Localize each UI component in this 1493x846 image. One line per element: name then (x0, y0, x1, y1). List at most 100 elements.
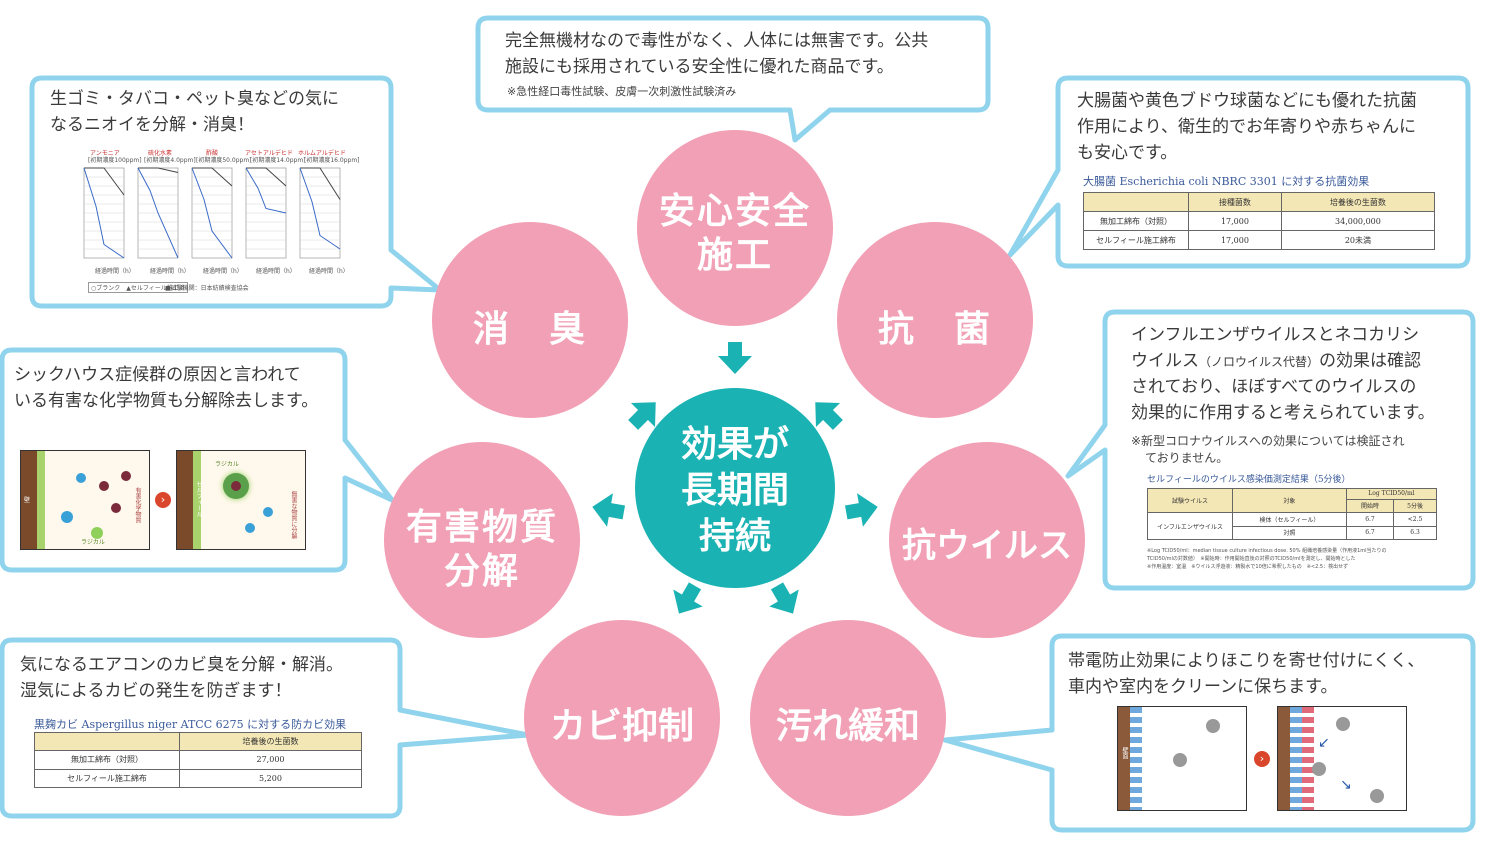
virus-footnote-2: TCID50/mlの対数値） ※開始時：作用開始直後の対照のTCID50/mlを… (1147, 556, 1356, 562)
deodor-xlabel-1: 経過時間（h） (95, 268, 135, 275)
deodor-chart-series-treated (299, 167, 341, 250)
circle-yogore-label: 汚れ緩和 (775, 706, 920, 747)
circle-kokin-label: 抗 菌 (877, 309, 992, 350)
sickhouse-text-1: シックハウス症候群の原因と言われて (14, 365, 301, 385)
deodor-chart-title-3: 酢酸 (206, 150, 219, 157)
sickhouse-harmless-label: 無害な物質に分解 (290, 491, 297, 539)
mold-r1c1: 5,200 (179, 768, 362, 789)
deodor-chart-sub-4: [初期濃度14.0ppm] (250, 157, 306, 164)
circle-shoshu-label: 消 臭 (472, 309, 587, 350)
deodor-chart-series-blank (246, 167, 287, 187)
virus-r2-start: 6.7 (1345, 525, 1395, 541)
circle-anshin-line2: 施工 (696, 235, 773, 276)
virus-note-2: ておりません。 (1145, 451, 1229, 465)
circle-yugai-line2: 分解 (443, 551, 520, 592)
antistatic-wall-strip (1118, 707, 1130, 810)
virus-h-target: 対象 (1232, 487, 1347, 514)
mold-r0c1: 27,000 (179, 750, 362, 770)
antibac-text-2: 作用により、衛生的でお年寄りや赤ちゃんに (1077, 117, 1416, 137)
virus-r1-start: 6.7 (1345, 512, 1395, 527)
mold-caption: 黒麹カビ Aspergillus niger ATCC 6275 に対する防カビ… (34, 718, 347, 731)
antibac-r1c2: 20未満 (1280, 230, 1436, 250)
deodor-chart-series-blank (300, 167, 341, 200)
deodor-chart-series-blank (192, 167, 233, 187)
virus-r2-5: 6.3 (1393, 525, 1437, 541)
sickhouse-film-strip (37, 451, 45, 549)
virus-text-2a: ウイルス (1131, 351, 1199, 371)
deodor-chart-series-treated (191, 167, 233, 259)
antibac-h0 (1083, 192, 1189, 212)
deodor-chart-sub-1: [初期濃度100ppm] (88, 157, 142, 164)
antistatic-illustration-after: ↙ ↘ (1277, 706, 1407, 811)
antibac-h1: 接種菌数 (1188, 192, 1282, 212)
center-line2: 長期間 (680, 470, 789, 511)
molecule-icon (99, 481, 109, 491)
charge-strip-2 (1290, 707, 1302, 810)
virus-name: インフルエンザウイルス (1147, 512, 1233, 540)
sickhouse-wall-label: 壁 (24, 497, 31, 504)
deodor-chart-series-treated (83, 167, 125, 259)
deodor-chart-sub-5: [初期濃度16.0ppm] (304, 157, 360, 164)
antibac-r1c1: 17,000 (1188, 230, 1282, 250)
radical-icon (61, 511, 73, 523)
antibac-r0c1: 17,000 (1188, 211, 1282, 231)
mold-text-2: 湿気によるカビの発生を防ぎます！ (20, 681, 292, 701)
virus-footnote-1: ※Log TCID50/ml：median tissue culture inf… (1147, 548, 1387, 554)
virus-h-virus: 試験ウイルス (1147, 487, 1233, 514)
sickhouse-illustration-before: 壁 ラジカル 有害化学物質 (20, 450, 150, 550)
mold-r1c0: セルフィール施工綿布 (34, 768, 180, 789)
antibac-r0c0: 無加工綿布（対照） (1083, 211, 1189, 231)
antistatic-text-2: 車内や室内をクリーンに保ちます。 (1068, 677, 1338, 697)
circle-anshin-line1: 安心安全 (658, 191, 811, 232)
sickhouse-radical-label-2: ラジカル (215, 461, 239, 468)
deodor-xlabel-5: 経過時間（h） (309, 268, 349, 275)
circle-yugai-line1: 有害物質 (405, 507, 558, 548)
center-label: 効果が 長期間 持続 (640, 422, 830, 560)
sickhouse-illustration-after: セルフィール ラジカル 無害な物質に分解 (176, 450, 306, 550)
safety-text-2: 施設にも採用されている安全性に優れた商品です。 (505, 57, 894, 77)
safety-note: ※急性経口毒性試験、皮膚一次刺激性試験済み (507, 85, 737, 98)
virus-r1-label: 検体（セルフィール） (1232, 512, 1347, 527)
antibac-caption: 大腸菌 Escherichia coli NBRC 3301 に対する抗菌効果 (1083, 175, 1370, 188)
virus-text-1: インフルエンザウイルスとネコカリシ (1131, 325, 1420, 345)
mold-text-1: 気になるエアコンのカビ臭を分解・解消。 (20, 655, 343, 675)
deodor-charts (83, 167, 341, 259)
deodor-legend-1: ○ブランク ▲セルフィール施工済 (88, 282, 188, 293)
deodor-xlabel-2: 経過時間（h） (150, 268, 190, 275)
curved-arrow-icon: ↙ (1318, 735, 1330, 751)
virus-text-2c: の効果は確認 (1319, 351, 1422, 371)
virus-r1-5: <2.5 (1393, 512, 1437, 527)
virus-h-5min: 5分後 (1393, 498, 1437, 514)
antistatic-text-1: 帯電防止効果によりほこりを寄せ付けにくく、 (1068, 651, 1425, 671)
antibac-text-1: 大腸菌や黄色ブドウ球菌などにも優れた抗菌 (1077, 91, 1417, 111)
molecule-icon (121, 471, 131, 481)
radical-icon (91, 527, 103, 539)
virus-h-start: 開始時 (1345, 498, 1395, 514)
charge-strip (1130, 707, 1142, 810)
safety-text-1: 完全無機材なので毒性がなく、人体には無害です。公共 (505, 31, 929, 51)
dust-icon (1336, 717, 1350, 731)
deodor-legend-2: ■試験機関：日本紡績検査協会 (165, 285, 249, 292)
mold-h-empty (34, 731, 180, 752)
circle-antivirus-label: 抗ウイルス (902, 526, 1072, 566)
sickhouse-chem-label: 有害化学物質 (134, 487, 141, 523)
circle-anshin-label: 安心安全 施工 (640, 190, 830, 278)
arrow-right-icon-2: › (1254, 751, 1270, 767)
deodor-chart-title-2: 硫化水素 (148, 150, 173, 157)
center-line3: 持続 (698, 516, 771, 557)
deodor-chart-title-1: アンモニア (90, 150, 120, 157)
deodor-xlabel-3: 経過時間（h） (203, 268, 243, 275)
deodor-chart-series-treated (137, 167, 179, 259)
safety-bubble (475, 15, 991, 143)
antistatic-wall-label: 壁面 (1121, 747, 1128, 759)
dust-icon (1206, 719, 1220, 733)
deodor-chart-sub-3: [初期濃度50.0ppm] (196, 157, 252, 164)
circle-yugai-label: 有害物質 分解 (387, 506, 577, 594)
molecule-icon (111, 503, 121, 513)
deodor-chart-title-4: アセトアルデヒド (245, 150, 293, 157)
radical-icon (263, 507, 273, 517)
virus-text-2b: （ノロウイルス代替） (1199, 355, 1320, 369)
